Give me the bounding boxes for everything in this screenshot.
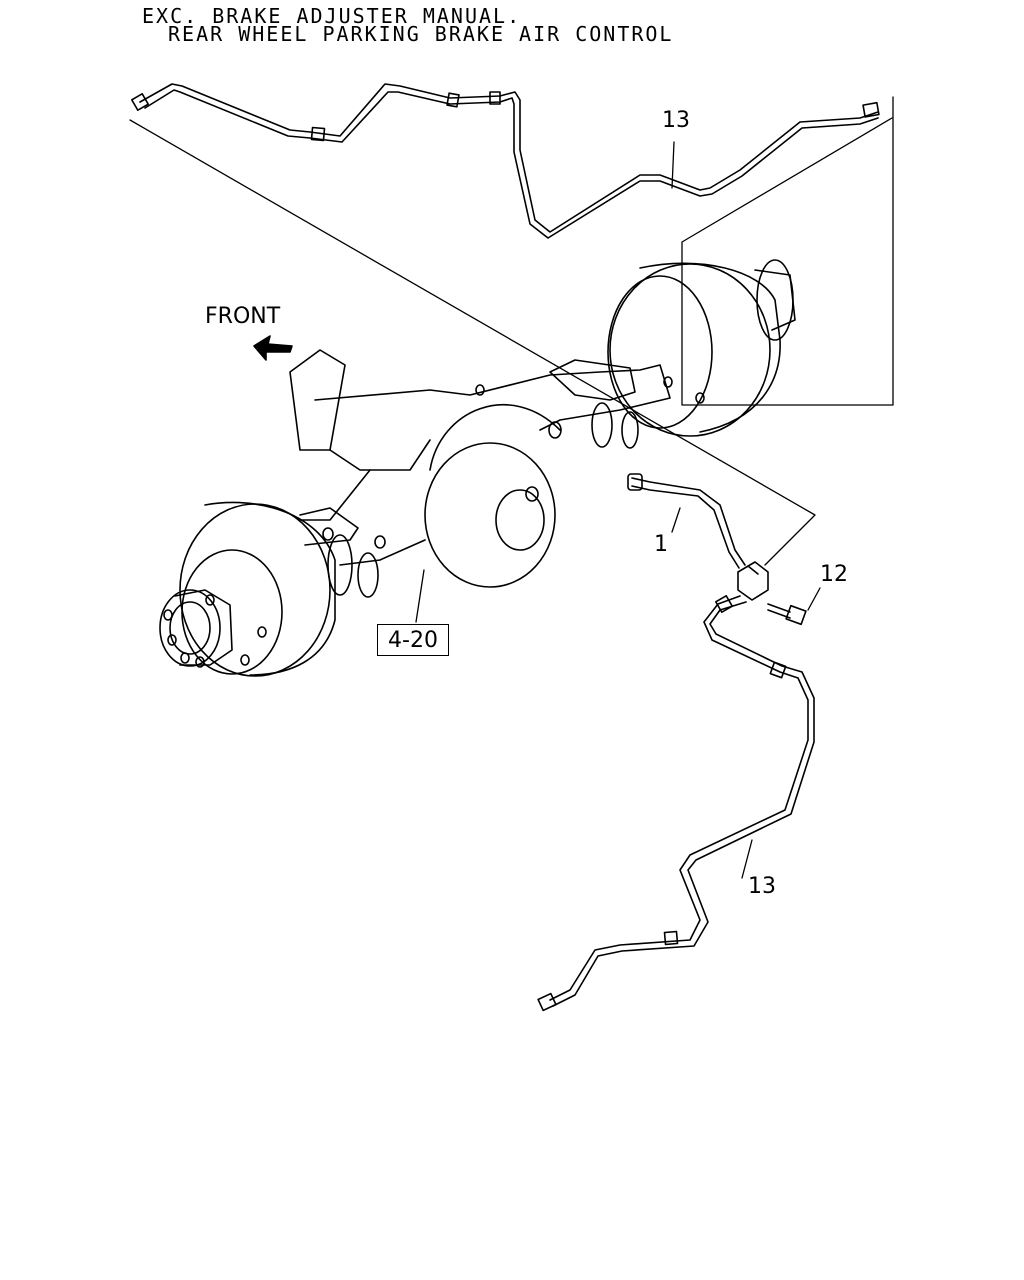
axle-reference-box[interactable]: 4-20 bbox=[377, 624, 449, 656]
lower-brake-pipe bbox=[537, 595, 815, 1012]
rear-left-brake-drum bbox=[159, 501, 336, 677]
callout-1-hose: 1 bbox=[654, 532, 668, 557]
callout-12-bolt: 12 bbox=[820, 562, 848, 587]
diagram-title-line1: EXC. BRAKE ADJUSTER MANUAL. bbox=[142, 4, 522, 28]
front-direction-label: FRONT bbox=[205, 304, 281, 329]
upper-brake-pipe bbox=[131, 83, 880, 239]
callout-13-lower: 13 bbox=[748, 874, 776, 899]
pipe-connector-block bbox=[737, 561, 769, 601]
callout-13-upper: 13 bbox=[662, 108, 690, 133]
axle-housing bbox=[289, 349, 671, 598]
rear-right-brake-drum bbox=[607, 259, 796, 437]
mounting-bolt-icon bbox=[767, 603, 807, 626]
wheel-stud-icons bbox=[163, 594, 267, 668]
front-arrow-icon bbox=[253, 335, 293, 361]
flexible-brake-hose bbox=[627, 473, 746, 569]
leader-lines bbox=[129, 96, 894, 879]
diagram-title-line2: REAR WHEEL PARKING BRAKE AIR CONTROL bbox=[168, 22, 674, 46]
